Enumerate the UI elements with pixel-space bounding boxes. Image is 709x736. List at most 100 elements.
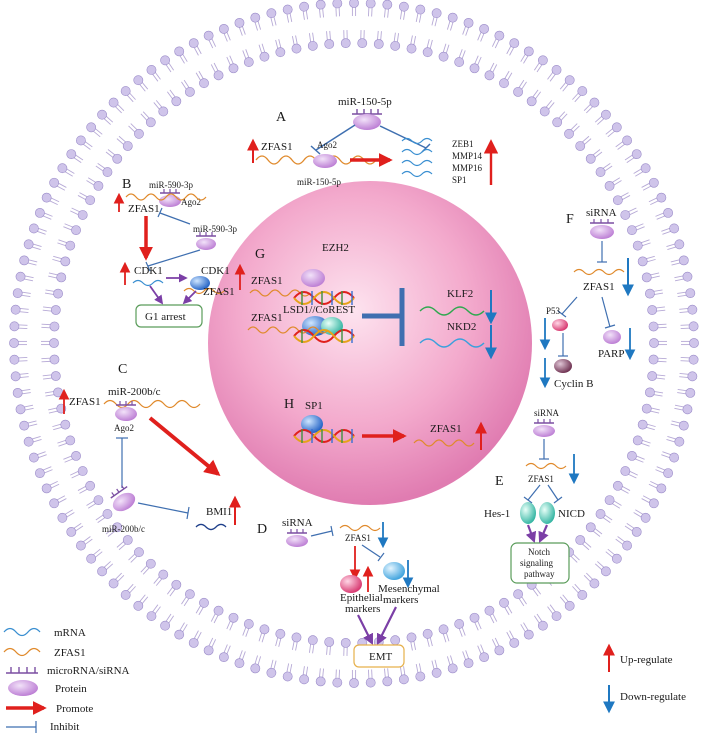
cell-membrane [9, 0, 699, 688]
promote-arrow [357, 614, 373, 645]
legend-protein-icon [8, 680, 38, 696]
lipid-head [622, 540, 632, 551]
panel-d-zfas1: ZFAS1 [345, 533, 371, 543]
lipid-head [415, 4, 426, 15]
lipid-head [611, 122, 622, 133]
lipid-head [494, 645, 505, 656]
protein-icon [115, 407, 137, 421]
lipid-head [620, 466, 631, 476]
panel-a-mir-top: miR-150-5p [338, 96, 392, 108]
panel-b-box: G1 arrest [145, 311, 186, 323]
lipid-head [688, 354, 699, 365]
panel-c: C ZFAS1 miR-200b/c Ago2 miR-200b/c BMI1 [58, 362, 241, 534]
microrna-icon [196, 232, 216, 237]
lipid-head [185, 589, 195, 600]
lipid-head [9, 354, 20, 365]
panel-b: B miR-590-3p Ago2 ZFAS1 miR-590-3p CDK1 [113, 177, 246, 328]
lipid-head [447, 663, 458, 674]
mesenchymal-marker-icon [383, 562, 405, 580]
lipid-head [632, 435, 643, 446]
lipid-head [585, 153, 596, 164]
lipid-head [199, 597, 209, 608]
lipid-head [23, 436, 34, 447]
panel-f-p53: P53 [546, 306, 561, 316]
lipid-head [577, 86, 588, 96]
lipid-head [213, 605, 224, 616]
lipid-head [332, 677, 343, 688]
lipid-head [134, 128, 144, 139]
panel-d: D siRNA ZFAS1 Epithelial markers Mesench… [257, 517, 440, 668]
zfas1-wave [525, 462, 567, 470]
lipid-head [203, 645, 214, 656]
lipid-head [637, 419, 648, 430]
lipid-head [552, 117, 563, 128]
panel-g-klf2: KLF2 [447, 288, 473, 300]
lipid-head [648, 321, 659, 332]
lipid-head [682, 404, 693, 415]
panel-d-epi-1: Epithelial [340, 592, 383, 604]
lipid-head [689, 338, 699, 348]
lipid-head [49, 338, 59, 348]
legend-mrna-icon [3, 627, 41, 637]
legend-item: Protein [55, 683, 87, 695]
lipid-head [620, 210, 631, 220]
inhibit-line [527, 484, 541, 501]
lipid-head [479, 652, 490, 663]
panel-g-letter: G [255, 247, 265, 262]
lipid-head [10, 304, 21, 315]
panel-e-letter: E [495, 474, 504, 489]
lipid-head [390, 635, 401, 646]
panel-f-parp: PARP [598, 348, 625, 360]
panel-b-ago2: Ago2 [181, 197, 201, 207]
lipid-head [422, 628, 433, 639]
legend-item: Inhibit [50, 721, 79, 733]
panel-e-sirna: siRNA [534, 408, 560, 418]
lipid-head [19, 255, 30, 266]
microrna-icon [287, 529, 307, 534]
legend-microrna-icon [6, 667, 38, 674]
lipid-head [612, 195, 623, 206]
lipid-head [23, 239, 34, 250]
panel-e-zfas1: ZFAS1 [528, 474, 554, 484]
lipid-head [218, 652, 229, 663]
inhibit-line [310, 530, 333, 537]
lipid-head [188, 38, 199, 49]
panel-h-zfas1: ZFAS1 [430, 423, 462, 435]
microrna-icon [160, 189, 180, 194]
lipid-head [324, 637, 335, 647]
inhibit-line [601, 296, 611, 328]
protein-icon [112, 492, 136, 512]
lipid-head [275, 628, 286, 639]
lipid-head [66, 526, 77, 537]
lipid-head [282, 671, 293, 682]
lipid-head [585, 522, 596, 533]
lipid-head [463, 658, 474, 669]
lipid-head [674, 239, 685, 250]
lipid-head [564, 128, 574, 139]
panel-a-ago2: Ago2 [317, 140, 337, 150]
lipid-head [509, 637, 520, 648]
panel-e-nicd: NICD [558, 508, 585, 520]
lipid-head [76, 540, 86, 551]
microrna-icon [590, 219, 614, 224]
lipid-head [65, 435, 76, 446]
lipid-head [647, 371, 658, 381]
panel-d-box: EMT [369, 651, 393, 663]
lipid-head [133, 600, 144, 611]
lipid-head [259, 624, 270, 635]
panel-e-box-2: signaling [520, 558, 553, 568]
lipid-head [422, 47, 433, 58]
lipid-head [589, 97, 600, 108]
panel-c-bmi1: BMI1 [206, 506, 232, 518]
sp1-protein-icon [301, 415, 323, 433]
promote-arrow [525, 524, 537, 544]
lipid-head [431, 8, 442, 19]
lipid-head [398, 1, 409, 12]
panel-d-sirna: siRNA [282, 517, 313, 529]
lipid-head [340, 637, 351, 648]
lipid-head [34, 468, 45, 479]
lipid-head [373, 39, 384, 49]
panel-h: H SP1 ZFAS1 [284, 397, 487, 450]
panel-a-letter: A [276, 110, 287, 125]
lipid-head [678, 420, 689, 431]
